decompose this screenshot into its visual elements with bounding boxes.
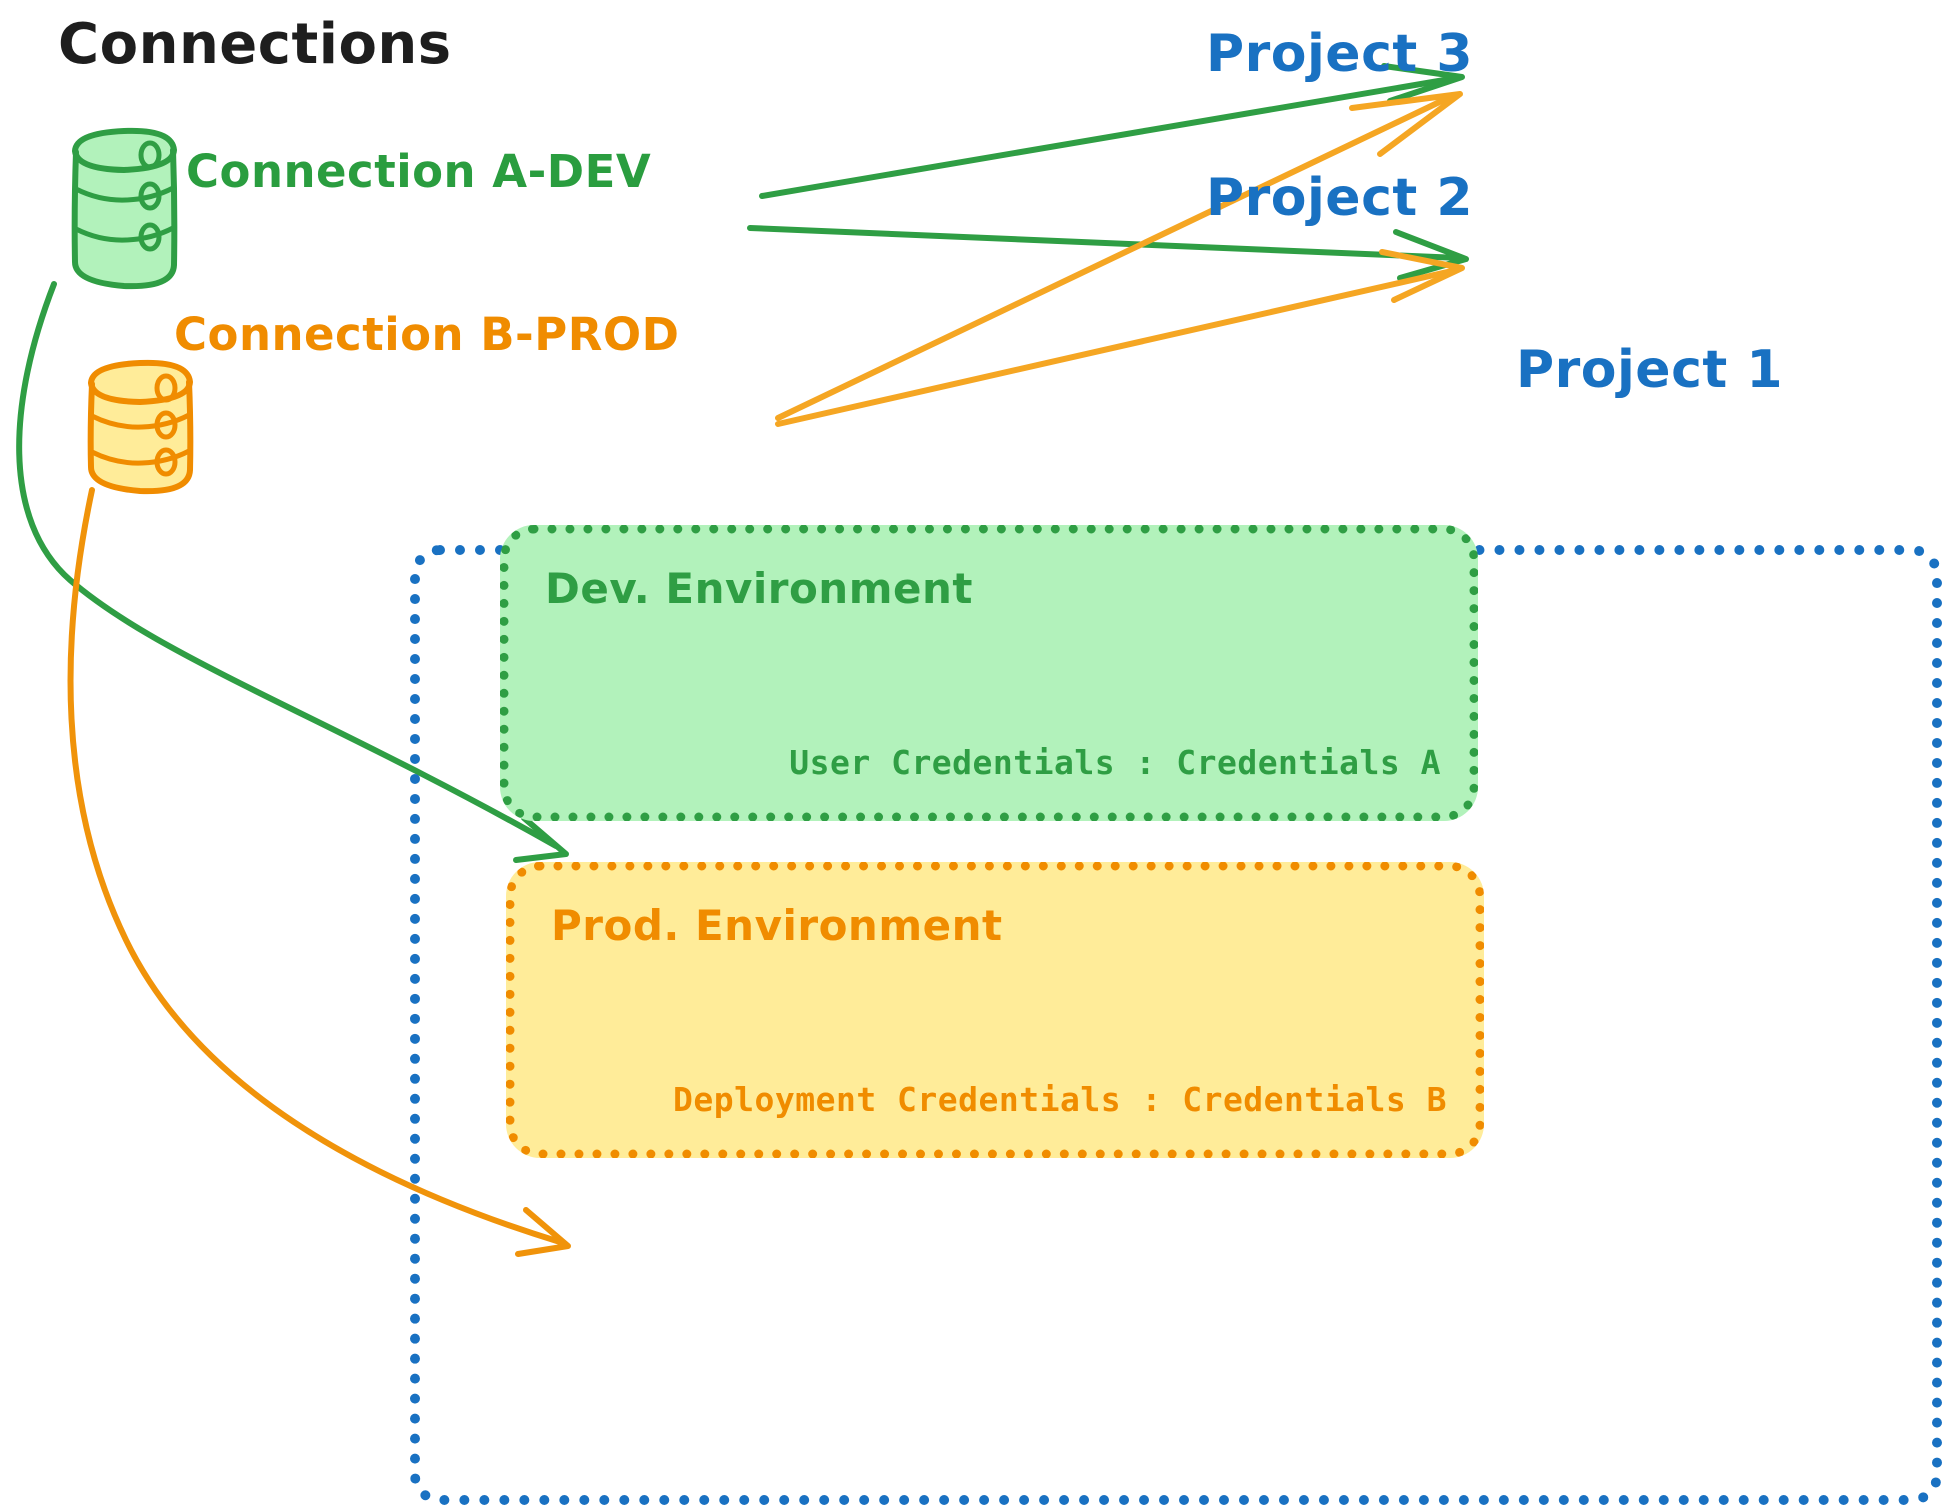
dev-environment-credentials: User Credentials : Credentials A <box>789 743 1441 782</box>
project-label-project-1[interactable]: Project 1 <box>1516 340 1784 400</box>
connection-label-a-dev[interactable]: Connection A-DEV <box>186 145 652 198</box>
prod-environment-box[interactable]: Prod. Environment Deployment Credentials… <box>506 862 1484 1158</box>
dev-environment-box[interactable]: Dev. Environment User Credentials : Cred… <box>500 525 1478 821</box>
project-label-project-3[interactable]: Project 3 <box>1206 24 1474 84</box>
edge-b-prod-to-project-3 <box>775 91 1463 421</box>
database-cylinder-icon-a-dev[interactable] <box>71 127 178 290</box>
edge-a-dev-to-project-2 <box>747 225 1469 281</box>
dev-environment-title: Dev. Environment <box>545 564 973 613</box>
database-cylinder-icon-b-prod[interactable] <box>87 359 194 495</box>
page-title: Connections <box>58 12 452 77</box>
edge-b-prod-to-project-2 <box>775 249 1465 427</box>
prod-environment-credentials: Deployment Credentials : Credentials B <box>673 1080 1447 1119</box>
prod-environment-title: Prod. Environment <box>551 901 1003 950</box>
connection-label-b-prod[interactable]: Connection B-PROD <box>174 308 680 361</box>
project-label-project-2[interactable]: Project 2 <box>1206 168 1474 228</box>
